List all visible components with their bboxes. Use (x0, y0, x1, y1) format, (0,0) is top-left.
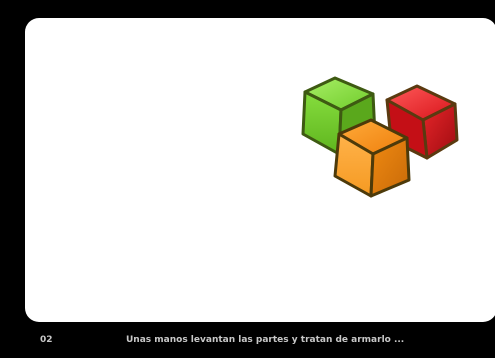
cubes-icon (301, 76, 459, 198)
caption-bar: 02 Unas manos levantan las partes y trat… (0, 330, 495, 354)
orange-cube (333, 118, 411, 198)
red-cube (385, 84, 459, 160)
slide-caption: Unas manos levantan las partes y tratan … (126, 335, 405, 345)
slide-canvas (25, 18, 495, 322)
slide-number: 02 (40, 335, 53, 345)
